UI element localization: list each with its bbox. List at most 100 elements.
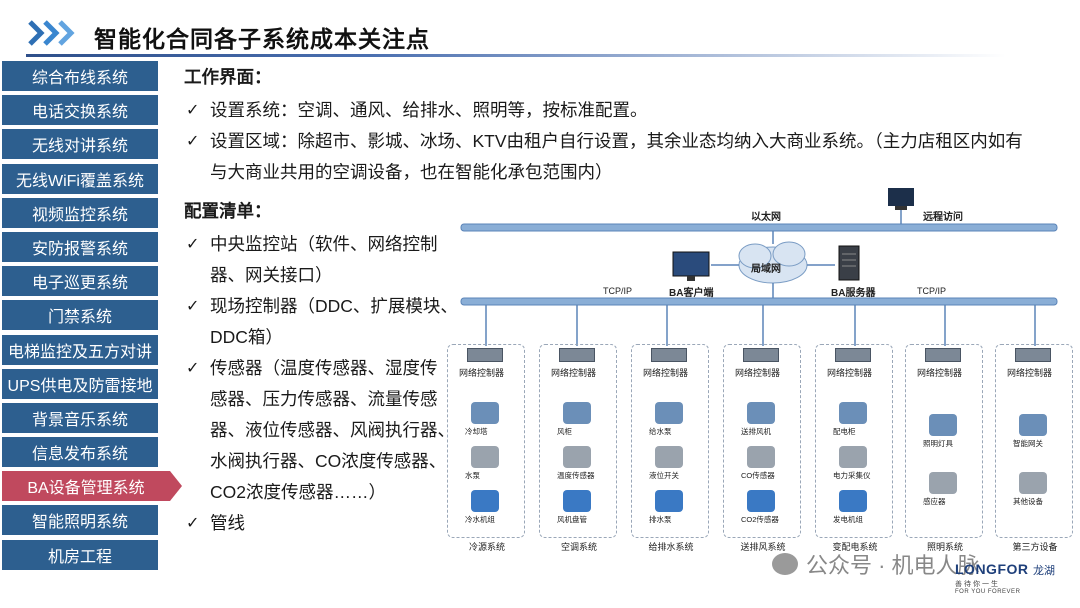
longfor-logo: LONGFOR 龙湖 善待你一生 FOR YOU FOREVER [955, 561, 1055, 595]
network-lines [460, 188, 1058, 346]
device-label: CO2传感器 [741, 515, 779, 524]
remote-access-label: 远程访问 [923, 212, 963, 223]
sidebar-item[interactable]: 机房工程 [2, 539, 158, 570]
config-item: ✓管线 [184, 508, 459, 539]
device-icon [747, 490, 775, 512]
work-item: ✓ 设置区域：除超市、影城、冰场、KTV由租户自行设置，其余业态均纳入大商业系统… [184, 126, 1064, 157]
config-section-title: 配置清单： [184, 201, 272, 221]
device-icon [655, 490, 683, 512]
work-item-continued: 与大商业共用的空调设备，也在智能化承包范围内） [210, 162, 613, 182]
sidebar: 综合布线系统电话交换系统无线对讲系统无线WiFi覆盖系统视频监控系统安防报警系统… [2, 61, 182, 574]
device-label: 感应器 [923, 497, 946, 506]
chevrons-icon [28, 20, 75, 46]
device-icon [655, 402, 683, 424]
controller-label: 网络控制器 [735, 368, 781, 378]
subsystem-label: 给排水系统 [648, 542, 694, 552]
main-content: 工作界面： ✓ 设置系统：空调、通风、给排水、照明等，按标准配置。 ✓ 设置区域… [184, 64, 1064, 539]
work-section-title: 工作界面： [184, 67, 272, 87]
config-item: ✓现场控制器（DDC、扩展模块、 [184, 291, 459, 322]
controller-icon [651, 348, 687, 362]
wechat-icon [772, 553, 798, 575]
device-label: 温度传感器 [557, 471, 595, 480]
sidebar-item[interactable]: UPS供电及防雷接地 [2, 368, 158, 399]
device-label: 送排风机 [741, 427, 771, 436]
sidebar-item[interactable]: 无线对讲系统 [2, 129, 158, 160]
device-label: 智能网关 [1013, 439, 1043, 448]
subsystem-box [723, 344, 801, 538]
tcpip-right-label: TCP/IP [917, 286, 947, 296]
device-label: 液位开关 [649, 471, 679, 480]
tcpip-left-label: TCP/IP [603, 286, 633, 296]
sidebar-item[interactable]: 综合布线系统 [2, 61, 158, 91]
device-icon [747, 402, 775, 424]
subsystem-label: 空调系统 [560, 542, 597, 552]
device-icon [839, 446, 867, 468]
controller-label: 网络控制器 [1007, 368, 1053, 378]
sidebar-item[interactable]: 智能照明系统 [2, 505, 158, 536]
sidebar-item[interactable]: BA设备管理系统 [2, 471, 182, 502]
device-icon [655, 446, 683, 468]
sidebar-item[interactable]: 门禁系统 [2, 300, 158, 331]
sidebar-item[interactable]: 电话交换系统 [2, 95, 158, 126]
device-icon [563, 402, 591, 424]
device-icon [839, 402, 867, 424]
sidebar-item[interactable]: 无线WiFi覆盖系统 [2, 163, 158, 194]
controller-icon [925, 348, 961, 362]
check-icon: ✓ [186, 102, 200, 119]
controller-icon [835, 348, 871, 362]
controller-label: 网络控制器 [643, 368, 689, 378]
device-icon [929, 414, 957, 436]
subsystem-label: 第三方设备 [1012, 542, 1058, 552]
config-item-continued: 感器、压力传感器、流量传感 [210, 389, 438, 409]
device-icon [929, 472, 957, 494]
controller-icon [467, 348, 503, 362]
device-label: 电力采集仪 [833, 471, 871, 480]
config-item: ✓传感器（温度传感器、湿度传 [184, 353, 459, 384]
device-label: 其他设备 [1013, 497, 1043, 506]
controller-icon [1015, 348, 1051, 362]
device-label: 水泵 [465, 471, 480, 480]
config-item-continued: DDC箱） [210, 327, 283, 347]
subsystem-box [995, 344, 1073, 538]
controller-label: 网络控制器 [459, 368, 505, 378]
work-item: ✓ 设置系统：空调、通风、给排水、照明等，按标准配置。 [184, 95, 1064, 126]
controller-label: 网络控制器 [551, 368, 597, 378]
device-label: 冷却塔 [465, 427, 488, 436]
sidebar-item[interactable]: 电梯监控及五方对讲 [2, 334, 158, 365]
check-icon: ✓ [186, 133, 200, 150]
device-label: CO传感器 [741, 471, 775, 480]
config-item-continued: CO2浓度传感器……） [210, 482, 386, 502]
sidebar-item[interactable]: 安防报警系统 [2, 231, 158, 262]
sidebar-item[interactable]: 信息发布系统 [2, 437, 158, 468]
device-label: 风柜 [557, 427, 572, 436]
config-item-continued: 水阀执行器、CO浓度传感器、 [210, 451, 447, 471]
sidebar-item[interactable]: 视频监控系统 [2, 197, 158, 228]
controller-label: 网络控制器 [917, 368, 963, 378]
subsystem-label: 变配电系统 [832, 542, 878, 552]
ba-server-label: BA服务器 [831, 288, 876, 299]
subsystem-label: 冷源系统 [468, 542, 505, 552]
device-icon [471, 490, 499, 512]
device-label: 给水泵 [649, 427, 672, 436]
device-icon [839, 490, 867, 512]
device-icon [471, 402, 499, 424]
device-icon [563, 446, 591, 468]
ba-client-label: BA客户端 [669, 288, 714, 299]
device-icon [563, 490, 591, 512]
ethernet-label: 以太网 [751, 212, 781, 223]
device-label: 排水泵 [649, 515, 672, 524]
subsystem-box [631, 344, 709, 538]
subsystem-box [905, 344, 983, 538]
lan-label: 局域网 [751, 264, 781, 275]
subsystem-label: 送排风系统 [740, 542, 786, 552]
device-icon [1019, 414, 1047, 436]
sidebar-item[interactable]: 背景音乐系统 [2, 402, 158, 433]
controller-icon [743, 348, 779, 362]
config-list: ✓中央监控站（软件、网络控制器、网关接口）✓现场控制器（DDC、扩展模块、DDC… [184, 229, 459, 539]
config-item-continued: 器、网关接口） [210, 265, 333, 285]
header-divider [26, 54, 1006, 57]
sidebar-item[interactable]: 电子巡更系统 [2, 266, 158, 297]
device-label: 配电柜 [833, 427, 856, 436]
check-icon: ✓ [186, 236, 200, 253]
controller-icon [559, 348, 595, 362]
